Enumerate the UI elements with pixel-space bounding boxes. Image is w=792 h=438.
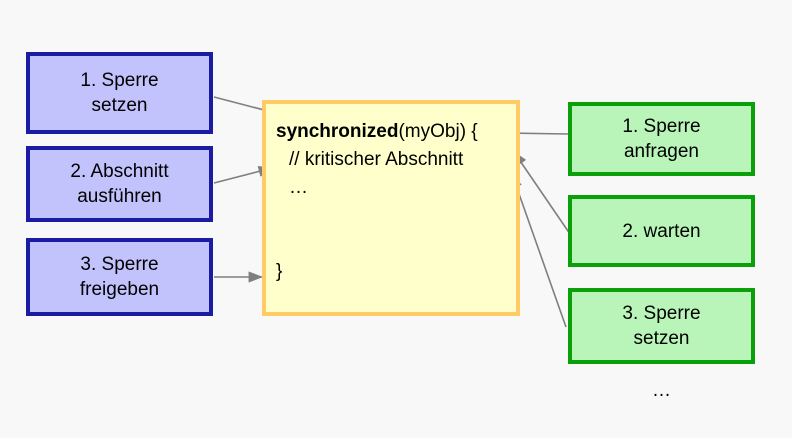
box-lock-request-line1: 1. Sperre	[622, 116, 701, 137]
code-signature-rest: (myObj) {	[398, 121, 478, 142]
code-keyword-synchronized: synchronized	[276, 121, 399, 142]
box-section-execute[interactable]: 2. Abschnitt ausführen	[26, 146, 213, 222]
box-wait[interactable]: 2. warten	[568, 195, 755, 267]
box-lock-release[interactable]: 3. Sperre freigeben	[26, 238, 213, 316]
code-line-closing-brace: }	[276, 261, 283, 282]
arrow-wait-to-code	[513, 151, 571, 235]
box-lock-acquire-line2: setzen	[91, 95, 148, 116]
box-section-execute-line1: 2. Abschnitt	[70, 161, 169, 182]
code-line-comment: // kritischer Abschnitt	[289, 149, 464, 170]
right-column-ellipsis: …	[652, 380, 671, 401]
box-lock-request[interactable]: 1. Sperre anfragen	[568, 102, 755, 176]
code-box[interactable]: synchronized(myObj) { // kritischer Absc…	[262, 100, 520, 316]
code-line-signature: synchronized(myObj) {	[276, 118, 516, 146]
box-lock-set[interactable]: 3. Sperre setzen	[568, 288, 755, 364]
box-lock-set-line1: 3. Sperre	[622, 303, 701, 324]
box-lock-request-line2: anfragen	[623, 141, 699, 162]
box-lock-acquire-line1: 1. Sperre	[80, 70, 159, 91]
box-lock-acquire[interactable]: 1. Sperre setzen	[26, 52, 213, 134]
box-wait-line1: 2. warten	[622, 220, 701, 242]
code-body-spacer	[276, 202, 516, 258]
box-lock-release-line1: 3. Sperre	[80, 254, 159, 275]
box-section-execute-line2: ausführen	[77, 186, 162, 207]
box-lock-set-line2: setzen	[633, 328, 690, 349]
code-line-ellipsis: …	[289, 177, 308, 198]
box-lock-release-line2: freigeben	[79, 279, 160, 300]
arrow-set-to-code	[511, 173, 567, 328]
